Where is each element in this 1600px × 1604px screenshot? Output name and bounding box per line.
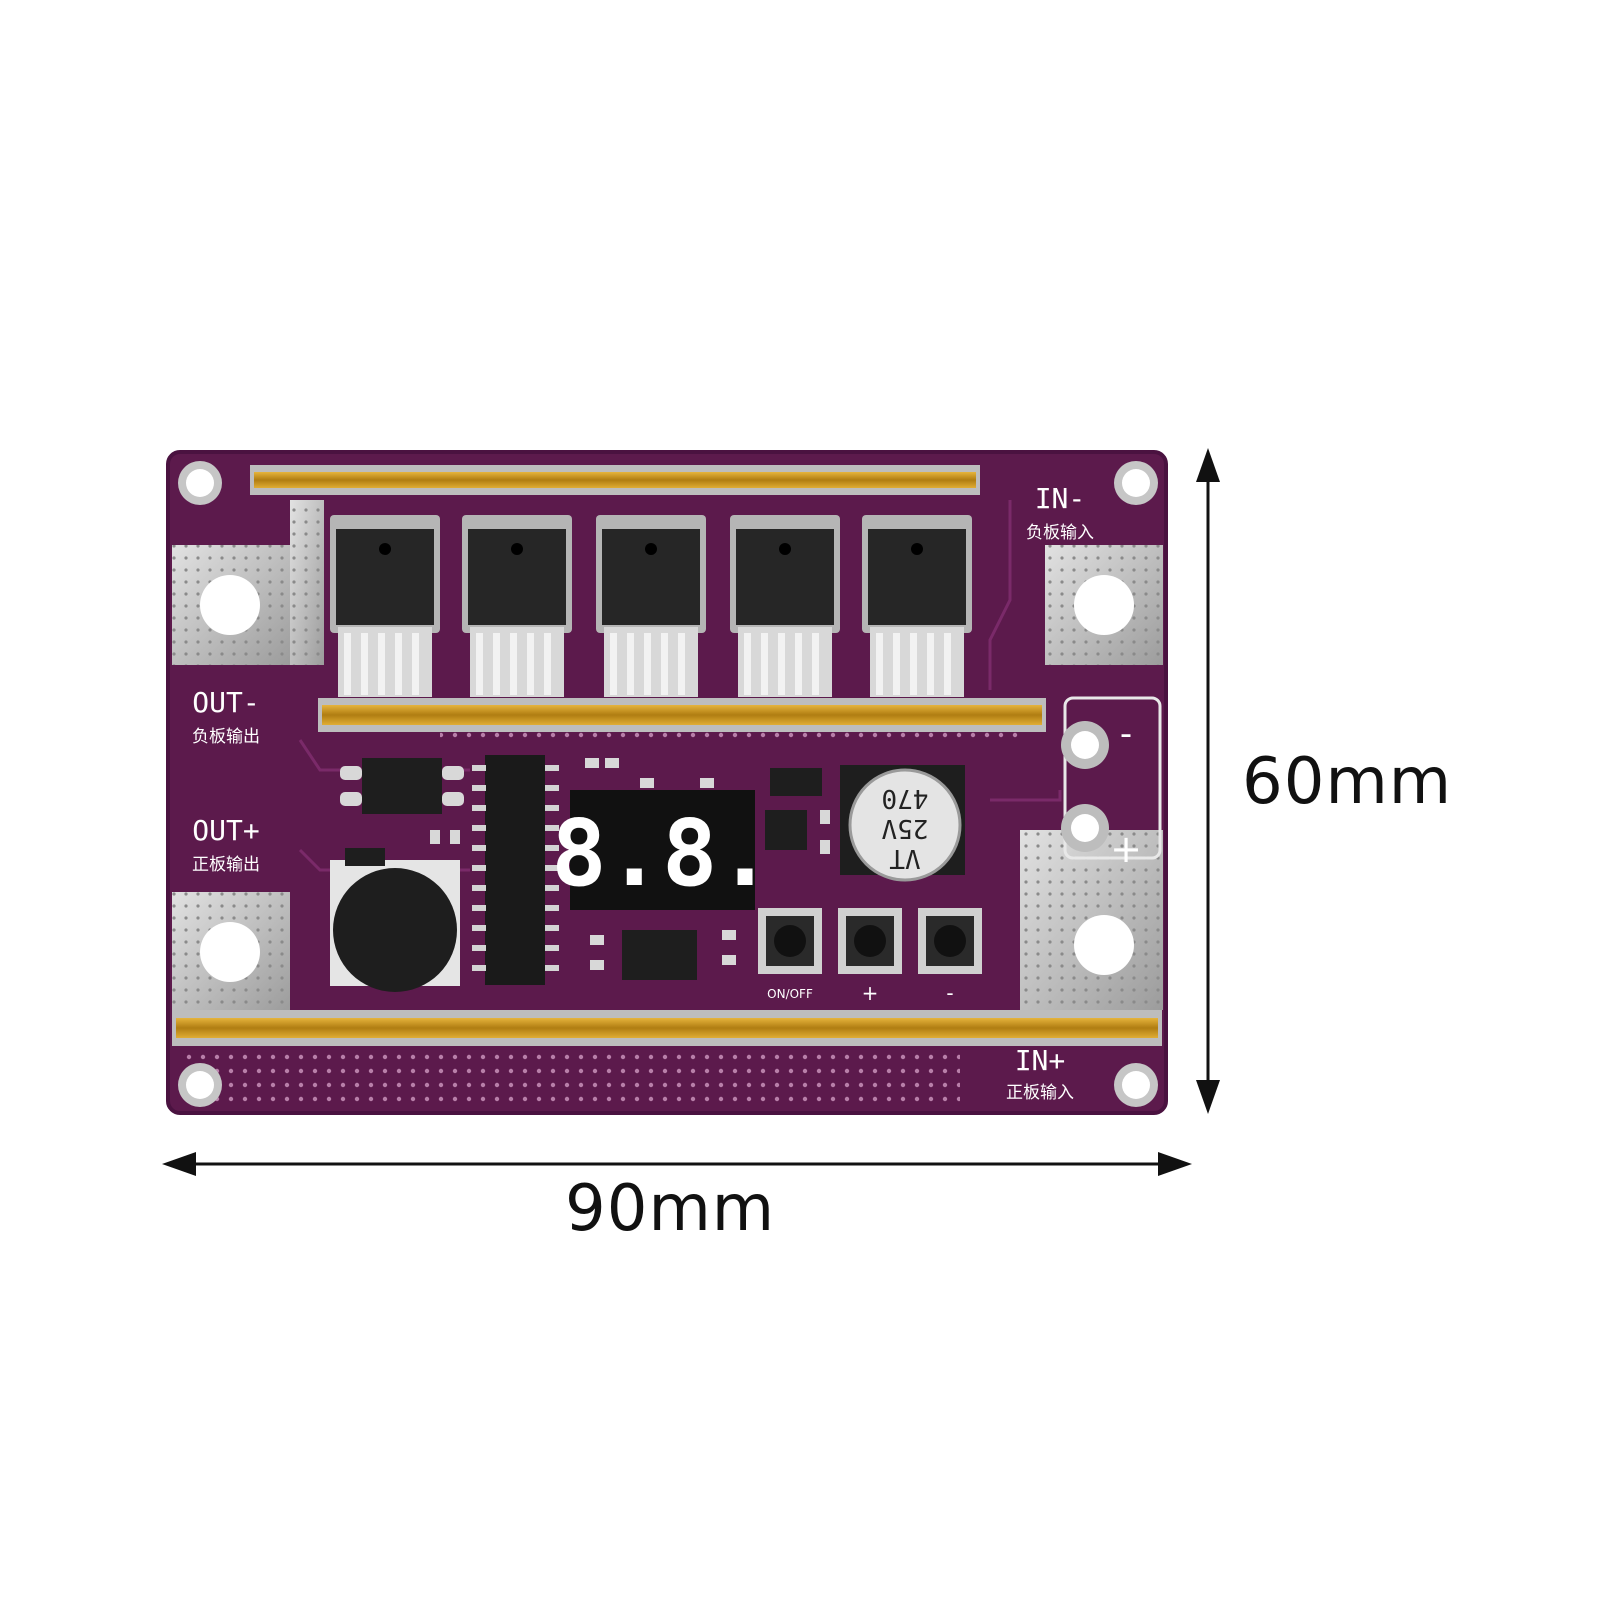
label-out-pos: OUT+ <box>192 814 259 847</box>
label-in-neg-sub: 负板输入 <box>1026 523 1094 543</box>
mosfet-3 <box>596 515 706 697</box>
mosfet-row <box>330 515 972 697</box>
label-in-neg: IN- <box>1035 482 1086 515</box>
mounting-holes <box>178 461 1158 1107</box>
copper-bus-bars <box>172 465 1162 1046</box>
silkscreen-labels: IN- 负板输入 OUT- 负板输出 OUT+ 正板输出 IN+ 正板输入 <box>192 482 1094 1103</box>
label-out-neg: OUT- <box>192 686 259 719</box>
svg-text:25V: 25V <box>882 813 929 843</box>
button-onoff <box>758 908 822 974</box>
button-plus <box>838 908 902 974</box>
width-dimension-label: 90mm <box>565 1172 776 1246</box>
width-dimension-arrow <box>162 1152 1192 1176</box>
button-minus <box>918 908 982 974</box>
label-in-pos: IN+ <box>1015 1044 1066 1077</box>
supply-terminals: - + <box>1061 696 1162 871</box>
svg-text:470: 470 <box>882 783 929 813</box>
label-out-neg-sub: 负板输出 <box>192 727 260 747</box>
height-dimension-arrow <box>1196 448 1220 1114</box>
seven-segment-display <box>570 790 755 910</box>
display-readout: 8.8. <box>551 800 773 907</box>
mosfet-5 <box>862 515 972 697</box>
height-dimension-label: 60mm <box>1242 745 1453 819</box>
svg-text:VT: VT <box>889 843 921 873</box>
label-in-pos-sub: 正板输入 <box>1006 1083 1074 1103</box>
button-onoff-label: ON/OFF <box>767 987 813 1001</box>
terminal-pads <box>172 500 1163 1012</box>
label-out-pos-sub: 正板输出 <box>192 855 260 875</box>
buzzer <box>333 868 457 992</box>
mosfet-2 <box>462 515 572 697</box>
mosfet-1 <box>330 515 440 697</box>
supply-plus-label: + <box>1110 827 1142 871</box>
button-minus-label: - <box>946 981 953 1005</box>
supply-minus-label: - <box>1120 714 1132 754</box>
mosfet-4 <box>730 515 840 697</box>
electrolytic-capacitor <box>848 768 962 882</box>
button-plus-label: + <box>862 981 879 1005</box>
control-section: 8.8. VT 25V 470 <box>330 755 982 1005</box>
